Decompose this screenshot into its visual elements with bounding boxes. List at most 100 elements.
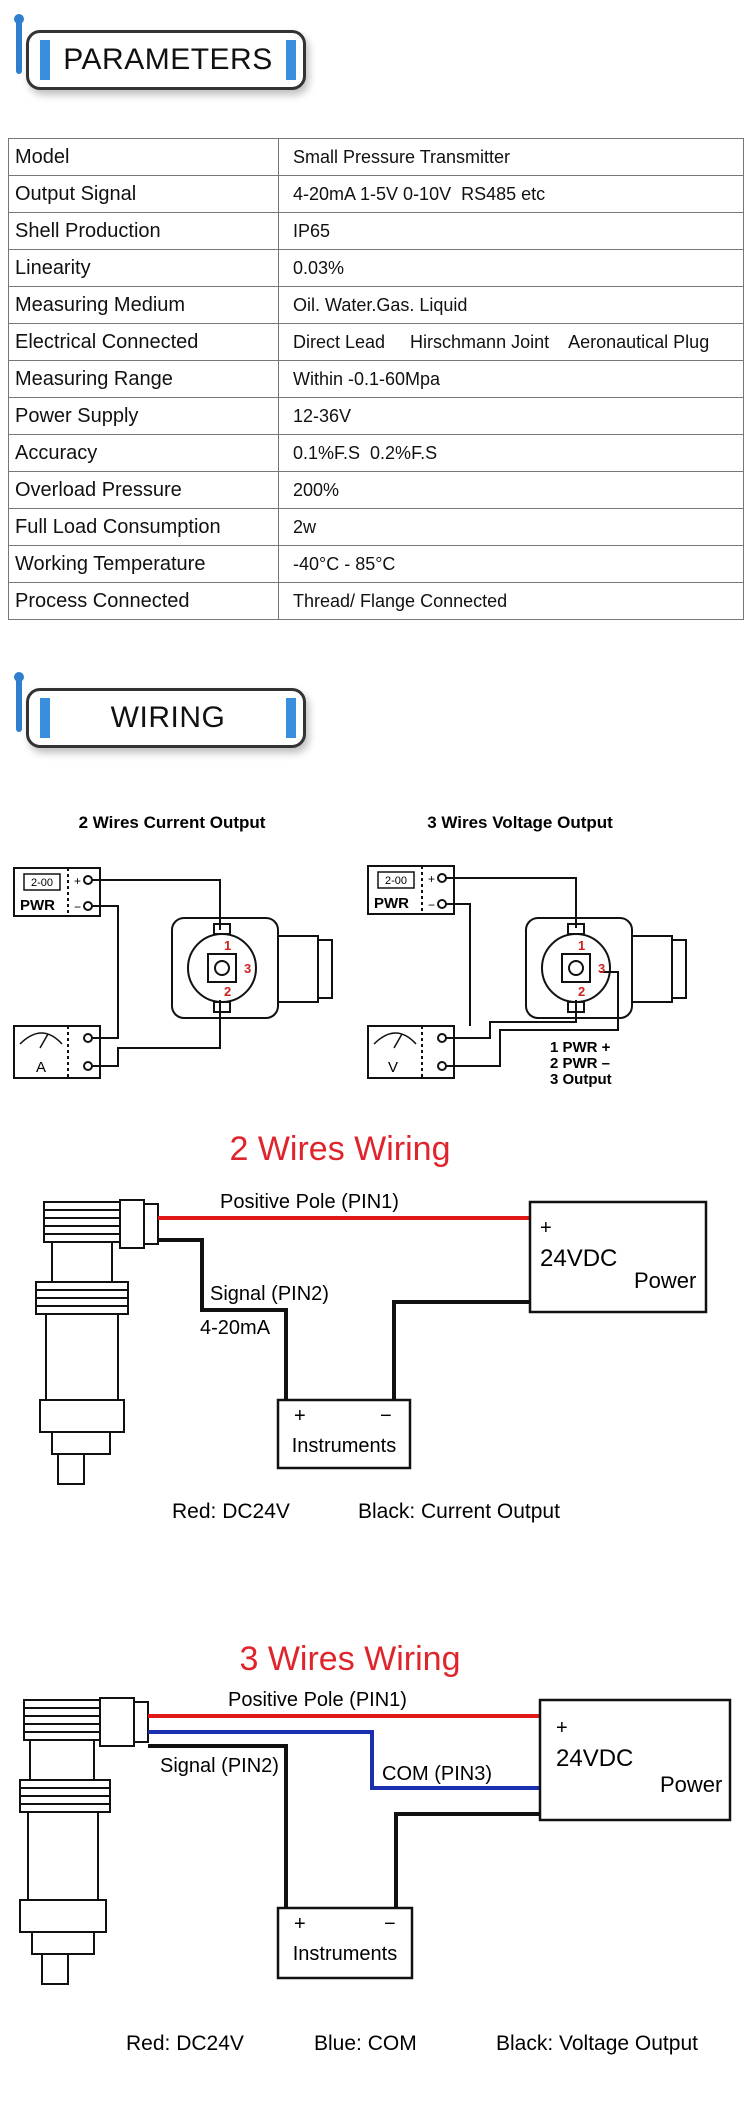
signal-label: Signal (PIN2) [210, 1283, 329, 1305]
com-label: COM (PIN3) [382, 1763, 492, 1785]
wiring-schematic: 2 Wires Current Output 3 Wires Voltage O… [13, 813, 687, 1088]
voltmeter-dial [373, 1032, 417, 1045]
wire [446, 903, 471, 1026]
black-wire [158, 1238, 288, 1410]
voltmeter-box [367, 1025, 455, 1079]
pwr-terminal [83, 901, 93, 911]
wire [92, 1000, 221, 1067]
parameter-label: Accuracy [8, 434, 279, 472]
parameter-label: Process Connected [8, 582, 279, 620]
voltmeter-terminal [437, 1033, 447, 1043]
parameter-value: 200% [278, 471, 744, 509]
ammeter-terminal [83, 1033, 93, 1043]
pwr-terminal [83, 875, 93, 885]
legend-line-2: 2 PWR – [550, 1055, 610, 1072]
parameter-label: Measuring Range [8, 360, 279, 398]
parameter-label: Shell Production [8, 212, 279, 250]
header-frame [26, 688, 306, 748]
power-label: Power [634, 1268, 696, 1293]
header-accent-right [286, 698, 296, 738]
black-wire [148, 1744, 288, 1912]
positive-pole-label: Positive Pole (PIN1) [220, 1191, 399, 1213]
wiring-header: WIRING [14, 672, 308, 748]
connector-plug [277, 935, 319, 1003]
voltmeter-terminal [437, 1061, 447, 1071]
parameter-label: Linearity [8, 249, 279, 287]
pwr-display [23, 873, 61, 891]
section-title-parameters: PARAMETERS [63, 43, 273, 76]
parameter-label: Electrical Connected [8, 323, 279, 361]
header-accent-right [286, 40, 296, 80]
right-schematic-title: 3 Wires Voltage Output [427, 813, 613, 832]
pwr-box [367, 865, 455, 915]
voltmeter-label: V [388, 1059, 398, 1076]
parameter-value: Thread/ Flange Connected [278, 582, 744, 620]
pin-1-label: 1 [224, 938, 231, 953]
wire [446, 877, 577, 928]
pin-1-label: 1 [578, 938, 585, 953]
parameter-value: Small Pressure Transmitter [278, 138, 744, 176]
header-accent-bar [16, 18, 22, 74]
parameter-value: 0.03% [278, 249, 744, 287]
power-box [538, 1698, 732, 1822]
signal-label: Signal (PIN2) [160, 1755, 279, 1777]
parameter-value: 0.1%F.S 0.2%F.S [278, 434, 744, 472]
parameter-value: -40°C - 85°C [278, 545, 744, 583]
parameter-value: IP65 [278, 212, 744, 250]
power-plus: + [556, 1717, 568, 1739]
instruments-minus: − [384, 1913, 396, 1935]
instruments-label: Instruments [293, 1943, 397, 1965]
pin-3-label: 3 [244, 961, 251, 976]
left-schematic-title: 2 Wires Current Output [79, 813, 266, 832]
connector-center [207, 953, 237, 983]
black-wire [392, 1300, 530, 1410]
range-label: 4-20mA [200, 1317, 271, 1339]
pwr-label: PWR [374, 895, 409, 912]
parameter-row: Working Temperature-40°C - 85°C [8, 545, 744, 583]
header-accent-dot [14, 672, 24, 682]
power-label: Power [660, 1772, 722, 1797]
instruments-label: Instruments [292, 1435, 396, 1457]
wire [446, 1000, 577, 1039]
power-plus: + [540, 1217, 552, 1239]
parameter-value: Direct Lead Hirschmann Joint Aeronautica… [278, 323, 744, 361]
header-accent-left [40, 698, 50, 738]
header-frame [26, 30, 306, 90]
pwr-display-text: 2-00 [385, 875, 407, 887]
connector-plug [631, 935, 673, 1003]
red-note: Red: DC24V [126, 2032, 244, 2055]
pwr-display-text: 2-00 [31, 877, 53, 889]
pwr-minus: − [428, 898, 435, 912]
wire [92, 905, 119, 1039]
right-schematic [367, 865, 687, 1079]
pwr-display [377, 871, 415, 889]
pwr-plus: + [74, 874, 81, 888]
blue-note: Blue: COM [314, 2032, 417, 2055]
connector-center [561, 953, 591, 983]
parameter-label: Overload Pressure [8, 471, 279, 509]
pin-2-label: 2 [224, 984, 231, 999]
pwr-box [13, 867, 101, 917]
ammeter-dial [19, 1032, 63, 1045]
parameter-value: Within -0.1-60Mpa [278, 360, 744, 398]
header-accent-left [40, 40, 50, 80]
instruments-plus: + [294, 1913, 306, 1935]
three-wire-title: 3 Wires Wiring [239, 1640, 460, 1678]
pwr-terminal [437, 873, 447, 883]
parameters-header: PARAMETERS [14, 14, 308, 90]
two-wire-diagram: 2 Wires Wiring + 24VDC Power + − Instrum… [35, 1130, 708, 1523]
pwr-minus: − [74, 900, 81, 914]
left-schematic [13, 867, 333, 1079]
ammeter-label: A [36, 1059, 46, 1076]
wire [446, 971, 619, 1067]
parameter-label: Model [8, 138, 279, 176]
